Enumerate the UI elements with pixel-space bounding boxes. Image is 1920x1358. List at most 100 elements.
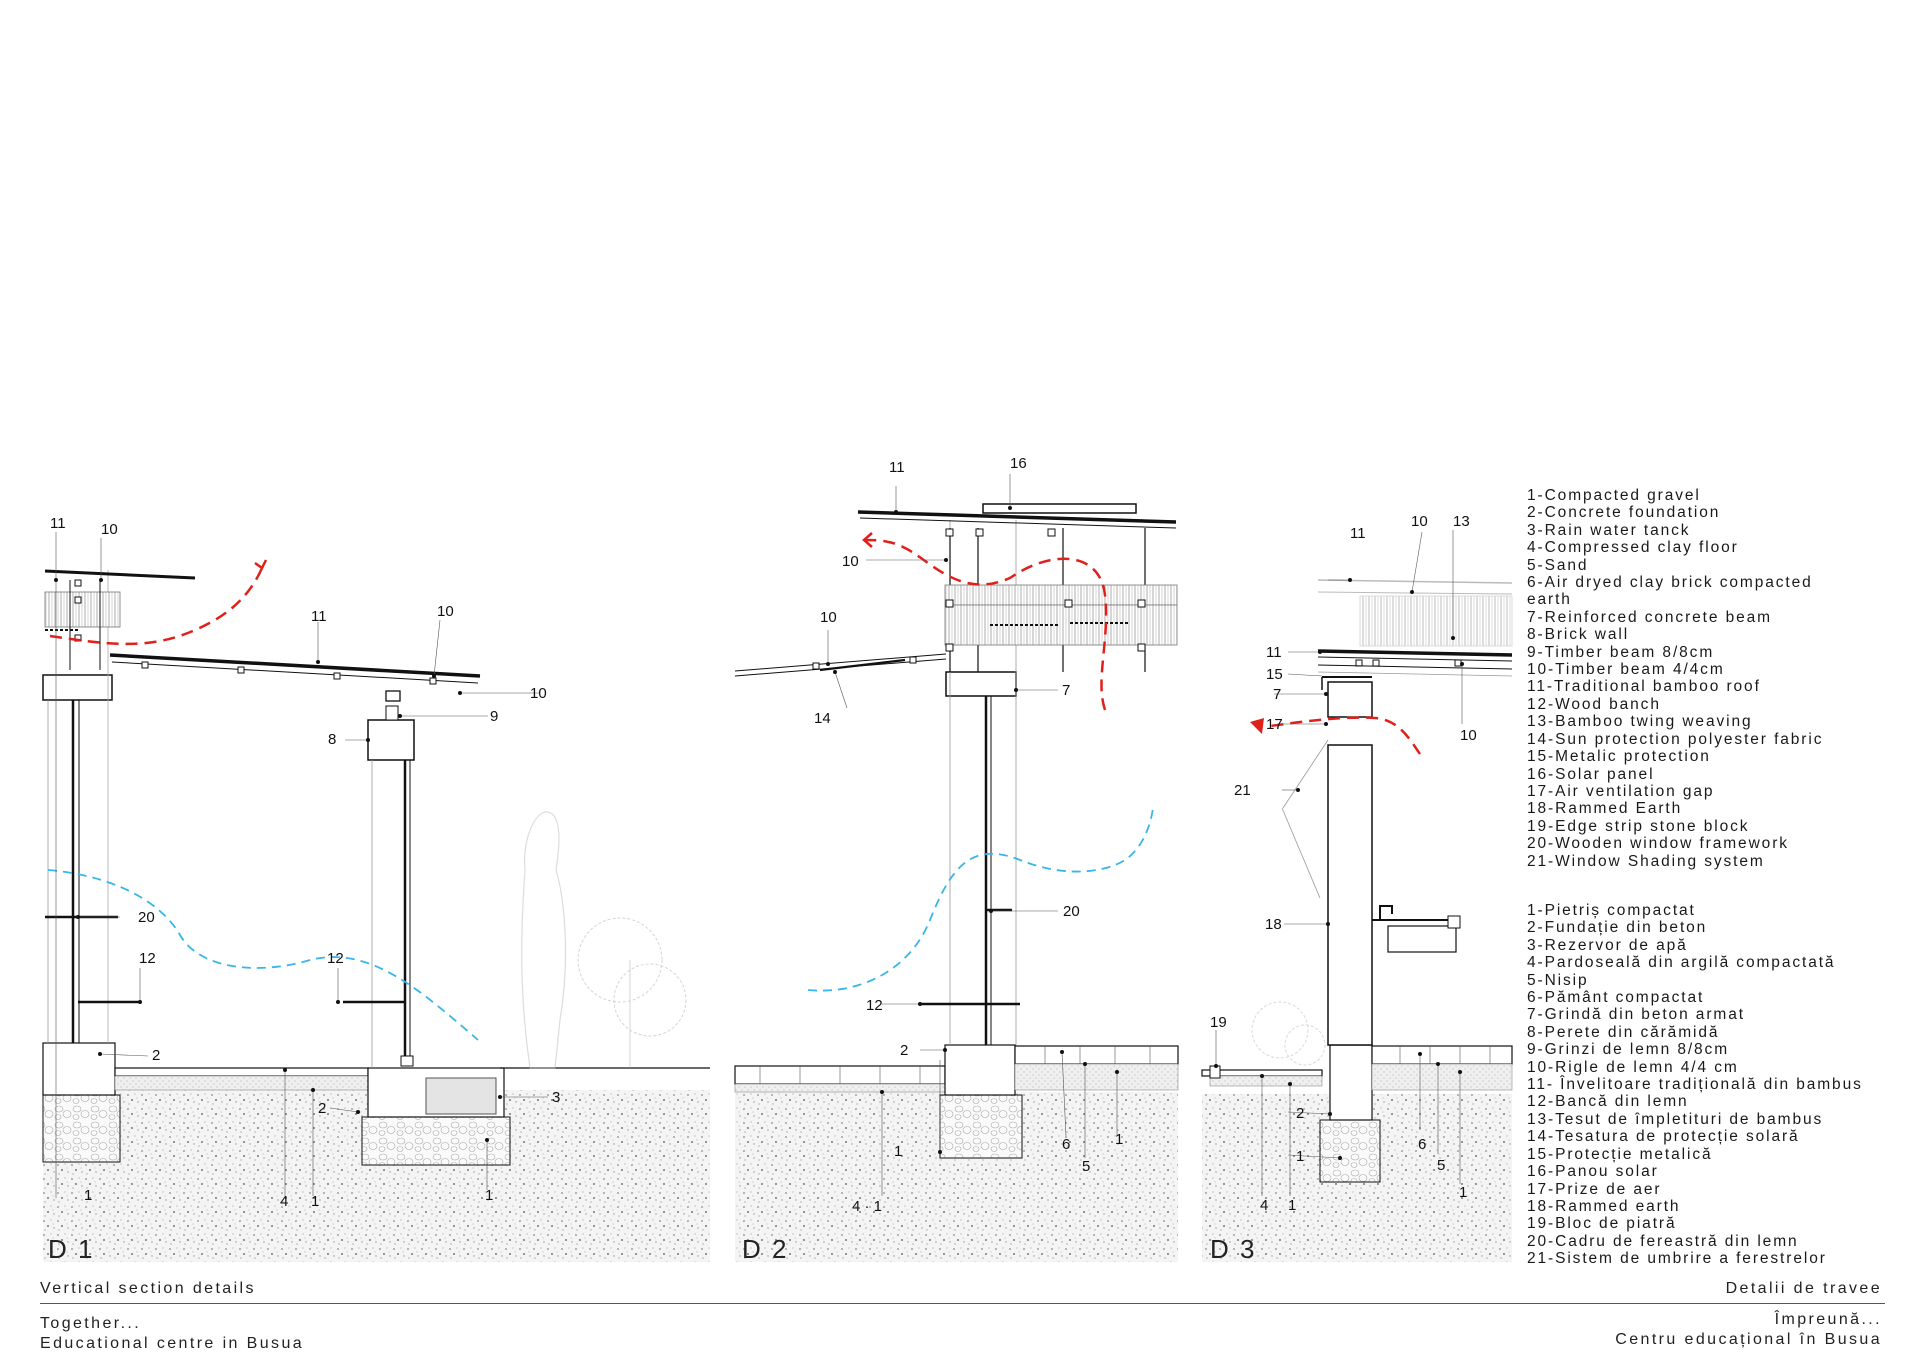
legend-item: earth [1527, 591, 1572, 609]
legend-item: 6-Pământ compactat [1527, 989, 1705, 1007]
legend-item: 15-Protecție metalică [1527, 1145, 1713, 1163]
d3-label: 1 [1459, 1184, 1467, 1201]
detail-d2: D 2 [734, 503, 1179, 1264]
d1-label: 3 [552, 1089, 560, 1106]
legend-item: 5-Nisip [1527, 971, 1589, 989]
d2-label: 16 [1010, 455, 1027, 472]
legend-item: 5-Sand [1527, 556, 1589, 574]
project-title-en: Together... [40, 1315, 142, 1332]
legend-item: 17-Air ventilation gap [1527, 782, 1715, 800]
d2-label: 7 [1062, 682, 1070, 699]
d2-label: 6 [1062, 1136, 1070, 1153]
d3-label: 6 [1418, 1136, 1426, 1153]
project-title-ro: Împreună... [1774, 1311, 1882, 1328]
d2-labels: 11 16 10 10 14 7 20 12 2 1 4 · 1 6 5 1 [814, 455, 1123, 1215]
d3-label: 10 [1411, 513, 1428, 530]
callout-dots [54, 506, 1464, 1160]
d2-label: 1 [894, 1143, 902, 1160]
footer-divider [40, 1303, 1885, 1304]
legend-item: 18-Rammed Earth [1527, 800, 1683, 818]
legend-item: 13-Bamboo twing weaving [1527, 713, 1753, 731]
legend-item: 13-Tesut de împletituri de bambus [1527, 1110, 1824, 1128]
d3-label: 21 [1234, 782, 1251, 799]
detail-d1: D 1 [42, 559, 710, 1264]
d3-label: 2 [1296, 1105, 1304, 1122]
legend-item: 1-Pietriș compactat [1527, 902, 1696, 919]
d2-label: 12 [866, 997, 883, 1014]
d1-label: 2 [318, 1100, 326, 1117]
d3-labels: 11 10 13 11 15 7 17 10 21 18 19 2 1 4 1 … [1210, 513, 1477, 1214]
legend-item: 21-Window Shading system [1527, 852, 1765, 870]
d1-label: 10 [101, 521, 118, 538]
d2-label: 5 [1082, 1158, 1090, 1175]
legend-item: 18-Rammed earth [1527, 1197, 1681, 1215]
d2-title: D 2 [742, 1234, 788, 1264]
d3-label: 1 [1288, 1197, 1296, 1214]
d1-title: D 1 [48, 1234, 94, 1264]
legend-item: 4-Compressed clay floor [1527, 539, 1739, 557]
d1-label: 4 [280, 1193, 288, 1210]
d1-label: 2 [152, 1047, 160, 1064]
d1-label: 11 [50, 515, 66, 532]
d3-label: 17 [1266, 716, 1283, 733]
d3-title: D 3 [1210, 1234, 1256, 1264]
d1-label: 8 [328, 731, 336, 748]
legend-item: 11- Învelitoare tradițională din bambus [1527, 1076, 1863, 1094]
d3-label: 1 [1296, 1148, 1304, 1165]
callouts-d2 [827, 474, 1118, 1196]
d1-label: 12 [327, 950, 344, 967]
callouts-d3 [1215, 530, 1463, 1196]
d1-label: 11 [311, 608, 327, 625]
legend-item: 21-Sistem de umbrire a ferestrelor [1527, 1250, 1827, 1268]
legend-item: 20-Cadru de fereastră din lemn [1527, 1232, 1799, 1250]
legend-item: 12-Wood banch [1527, 695, 1661, 713]
legend-item: 11-Traditional bamboo roof [1527, 678, 1761, 696]
d3-label: 18 [1265, 916, 1282, 933]
legend-item: 3-Rain water tanck [1527, 521, 1691, 539]
d3-label: 15 [1266, 666, 1283, 683]
d3-label: 11 [1350, 525, 1366, 542]
legend-item: 15-Metalic protection [1527, 748, 1711, 766]
d2-label: 20 [1063, 903, 1080, 920]
d3-label: 7 [1273, 686, 1281, 703]
legend-item: 9-Timber beam 8/8cm [1527, 643, 1715, 661]
legend-item: 20-Wooden window framework [1527, 835, 1789, 853]
legend-item: 7-Grindă din beton armat [1527, 1006, 1745, 1024]
footer-right-caption: Detalii de travee [1725, 1280, 1882, 1297]
d2-label: 14 [814, 710, 831, 727]
d1-label: 20 [138, 909, 155, 926]
project-subtitle-ro: Centru educațional în Busua [1615, 1331, 1882, 1348]
d3-label: 4 [1260, 1197, 1268, 1214]
legend-item: 9-Grinzi de lemn 8/8cm [1527, 1041, 1730, 1059]
d2-label: 10 [820, 609, 837, 626]
footer-left-caption: Vertical section details [40, 1280, 256, 1297]
legend-item: 19-Edge strip stone block [1527, 817, 1750, 835]
legend-item: 14-Sun protection polyester fabric [1527, 730, 1824, 748]
legend-item: 2-Concrete foundation [1527, 504, 1721, 522]
d3-label: 11 [1266, 644, 1282, 661]
d1-label: 10 [437, 603, 454, 620]
legend-item: 4-Pardoseală din argilă compactată [1527, 954, 1836, 972]
legend-item: 17-Prize de aer [1527, 1180, 1662, 1198]
d2-label: 4 · 1 [852, 1198, 882, 1215]
legend-item: 2-Fundație din beton [1527, 919, 1708, 937]
legend-item: 12-Bancă din lemn [1527, 1093, 1689, 1111]
d2-label: 10 [842, 553, 859, 570]
legend-item: 16-Solar panel [1527, 765, 1655, 783]
legend-item: 19-Bloc de piatră [1527, 1215, 1677, 1233]
d3-label: 10 [1460, 727, 1477, 744]
d1-label: 1 [84, 1187, 92, 1204]
legend-item: 7-Reinforced concrete beam [1527, 608, 1772, 626]
d1-label: 9 [490, 708, 498, 725]
d2-label: 1 [1115, 1131, 1123, 1148]
legend-item: 10-Timber beam 4/4cm [1527, 661, 1725, 679]
legend-item: 16-Panou solar [1527, 1163, 1659, 1181]
d1-label: 1 [311, 1193, 319, 1210]
d1-labels: 11 10 11 10 10 9 8 20 12 12 2 2 3 1 4 1 … [50, 515, 560, 1210]
detail-d3: D 3 [1201, 579, 1513, 1264]
legend-item: 6-Air dryed clay brick compacted [1527, 574, 1813, 592]
d2-label: 2 [900, 1042, 908, 1059]
d2-label: 11 [889, 459, 905, 476]
